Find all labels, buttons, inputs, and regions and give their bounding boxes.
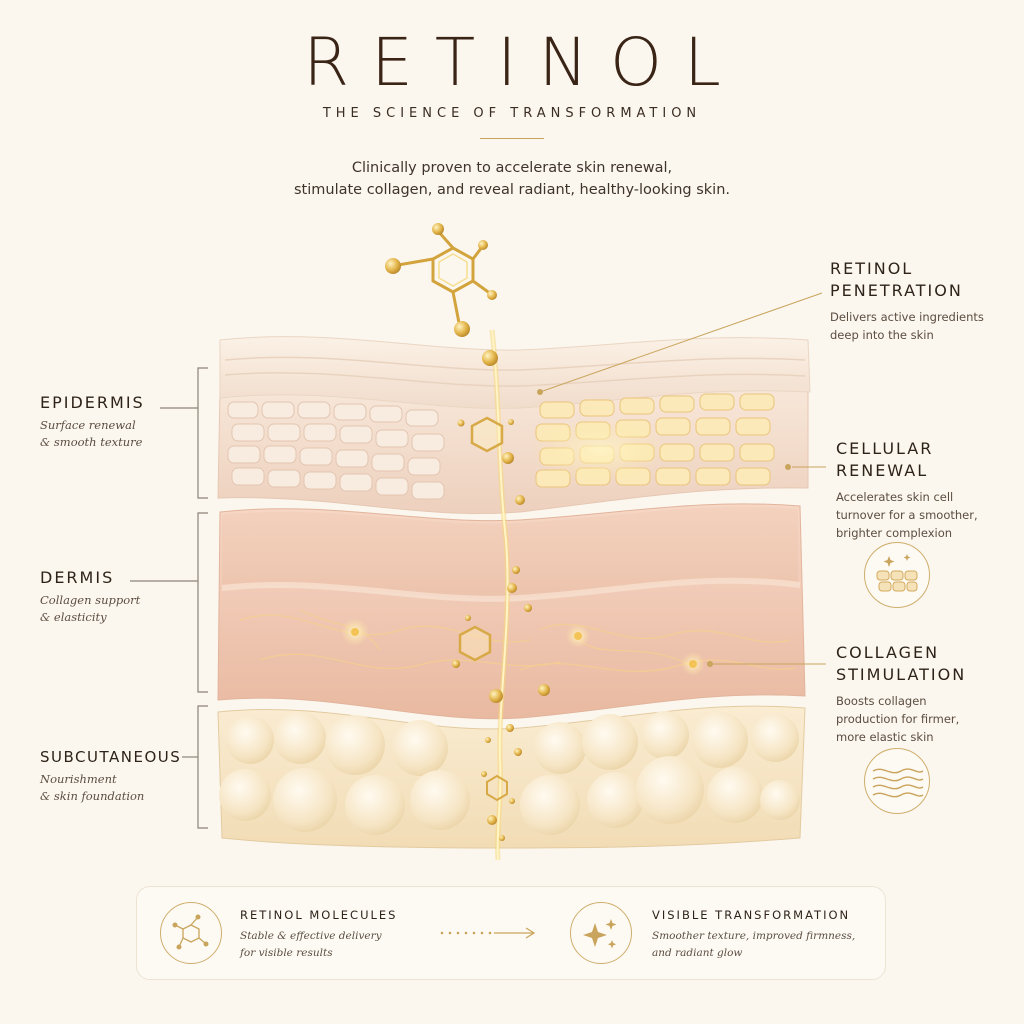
renewal-title-2: RENEWAL bbox=[836, 461, 929, 480]
intro-line-1: Clinically proven to accelerate skin ren… bbox=[351, 160, 673, 176]
left-brackets bbox=[130, 367, 208, 829]
epidermis-label: EPIDERMIS Surface renewal & smooth textu… bbox=[40, 392, 190, 451]
retinol-molecule-epidermis bbox=[457, 416, 514, 453]
skin-cells-icon bbox=[864, 542, 930, 608]
sparkle-icon bbox=[570, 902, 632, 964]
molecules-text: RETINOL MOLECULES Stable & effective del… bbox=[240, 908, 440, 962]
retinol-molecule-top bbox=[385, 223, 497, 337]
subcutaneous-label: SUBCUTANEOUS Nourishment & skin foundati… bbox=[40, 746, 190, 805]
renewal-desc-3: brighter complexion bbox=[836, 526, 953, 540]
molecules-title: RETINOL MOLECULES bbox=[240, 908, 398, 922]
transformation-desc-1: Smoother texture, improved firmness, bbox=[652, 930, 856, 942]
collagen-pointer-dot bbox=[707, 661, 713, 667]
retinol-molecule-subcutaneous bbox=[481, 771, 515, 804]
subcutaneous-desc-2: & skin foundation bbox=[40, 789, 145, 803]
dermis-layer bbox=[217, 503, 806, 720]
collagen-desc-3: more elastic skin bbox=[836, 730, 934, 744]
collagen-desc-1: Boosts collagen bbox=[836, 694, 927, 708]
dermis-label: DERMIS Collagen support & elasticity bbox=[40, 567, 190, 626]
renewal-pointer-dot bbox=[785, 464, 791, 470]
retinol-penetration-stream bbox=[482, 329, 550, 861]
molecules-desc-1: Stable & effective delivery bbox=[240, 930, 382, 942]
penetration-label: RETINOL PENETRATION Delivers active ingr… bbox=[830, 258, 1010, 344]
transformation-title: VISIBLE TRANSFORMATION bbox=[652, 908, 851, 922]
renewal-desc-2: turnover for a smoother, bbox=[836, 508, 978, 522]
dermis-desc-2: & elasticity bbox=[40, 610, 107, 624]
retinol-molecule-dermis bbox=[452, 615, 492, 668]
dermis-title: DERMIS bbox=[40, 568, 115, 587]
transformation-text: VISIBLE TRANSFORMATION Smoother texture,… bbox=[652, 908, 877, 962]
penetration-desc-2: deep into the skin bbox=[830, 328, 934, 342]
intro-text: Clinically proven to accelerate skin ren… bbox=[212, 157, 812, 201]
dermis-desc-1: Collagen support bbox=[40, 593, 141, 607]
epidermis-title: EPIDERMIS bbox=[40, 393, 145, 412]
molecule-icon bbox=[160, 902, 222, 964]
collagen-waves-icon bbox=[864, 748, 930, 814]
epidermis-cells bbox=[227, 401, 445, 500]
renewal-label: CELLULAR RENEWAL Accelerates skin cell t… bbox=[836, 438, 1016, 542]
epidermis-layer bbox=[217, 336, 811, 514]
molecules-desc-2: for visible results bbox=[240, 947, 333, 959]
penetration-desc-1: Delivers active ingredients bbox=[830, 310, 984, 324]
subcutaneous-title: SUBCUTANEOUS bbox=[40, 748, 182, 766]
title-divider bbox=[480, 138, 544, 139]
epidermis-desc-2: & smooth texture bbox=[40, 435, 143, 449]
collagen-title-2: STIMULATION bbox=[836, 665, 967, 684]
transformation-desc-2: and radiant glow bbox=[652, 947, 743, 959]
epidermis-desc-1: Surface renewal bbox=[40, 418, 136, 432]
page-subtitle: THE SCIENCE OF TRANSFORMATION bbox=[322, 106, 702, 121]
collagen-desc-2: production for firmer, bbox=[836, 712, 960, 726]
intro-line-2: stimulate collagen, and reveal radiant, … bbox=[293, 182, 730, 198]
penetration-pointer-dot bbox=[537, 389, 543, 395]
penetration-title-2: PENETRATION bbox=[830, 281, 963, 300]
subcutaneous-desc-1: Nourishment bbox=[40, 772, 117, 786]
renewal-title-1: CELLULAR bbox=[836, 439, 934, 458]
dotted-arrow-icon bbox=[440, 927, 536, 939]
right-pointers bbox=[539, 292, 826, 665]
collagen-title-1: COLLAGEN bbox=[836, 643, 940, 662]
fat-cells bbox=[219, 711, 800, 835]
subcutaneous-layer bbox=[217, 705, 806, 849]
renewal-desc-1: Accelerates skin cell bbox=[836, 490, 954, 504]
collagen-label: COLLAGEN STIMULATION Boosts collagen pro… bbox=[836, 642, 1016, 746]
penetration-title-1: RETINOL bbox=[830, 259, 914, 278]
page-title: RETINOL bbox=[303, 24, 743, 101]
